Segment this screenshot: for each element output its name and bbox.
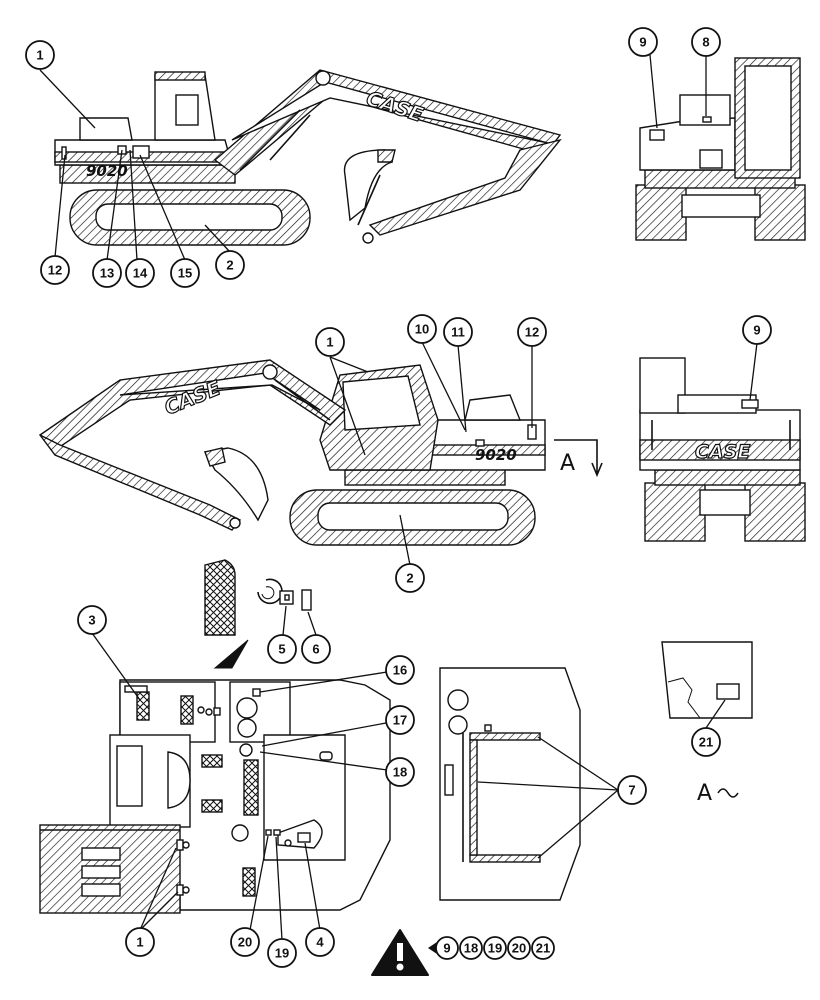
svg-text:11: 11	[451, 325, 465, 340]
callout-1: 1	[25, 40, 55, 70]
svg-text:6: 6	[312, 642, 319, 657]
callout-20: 20	[230, 927, 260, 957]
excavator-front-view: CASE	[639, 357, 806, 542]
svg-text:9020: 9020	[86, 162, 128, 180]
callout-14: 14	[125, 258, 155, 288]
callout-7: 7	[617, 775, 647, 805]
callout-17: 17	[385, 705, 415, 735]
callout-21: 21	[691, 727, 721, 757]
svg-text:21: 21	[699, 735, 713, 750]
svg-text:10: 10	[415, 322, 429, 337]
svg-text:A: A	[560, 451, 575, 476]
svg-text:1: 1	[326, 335, 333, 350]
svg-text:16: 16	[393, 663, 407, 678]
svg-text:A: A	[697, 781, 712, 806]
callout-12-mid: 12	[517, 317, 547, 347]
callout-10: 10	[407, 314, 437, 344]
callout-4: 4	[305, 927, 335, 957]
svg-text:19: 19	[275, 946, 289, 961]
warning-ref-9: 9	[435, 936, 459, 960]
svg-text:2: 2	[406, 571, 413, 586]
warning-ref-21: 21	[531, 936, 555, 960]
svg-text:3: 3	[88, 613, 95, 628]
svg-text:19: 19	[488, 941, 502, 956]
decal-detail	[204, 559, 312, 669]
svg-text:4: 4	[316, 935, 324, 950]
svg-text:21: 21	[536, 941, 550, 956]
callout-18: 18	[385, 757, 415, 787]
callout-9-front: 9	[742, 315, 772, 345]
leaders-decal	[282, 605, 317, 636]
callout-16: 16	[385, 655, 415, 685]
callout-2-mid: 2	[395, 563, 425, 593]
leaders-view-a	[705, 699, 726, 729]
leaders-plan	[91, 632, 388, 941]
leaders-plan-right	[477, 736, 619, 859]
svg-text:12: 12	[525, 325, 539, 340]
svg-text:15: 15	[178, 266, 192, 281]
warning-ref-20: 20	[507, 936, 531, 960]
svg-text:7: 7	[628, 783, 635, 798]
leaders-top-left	[39, 69, 231, 261]
view-a-detail: A	[661, 641, 753, 806]
svg-text:12: 12	[48, 263, 62, 278]
svg-text:2: 2	[226, 258, 233, 273]
svg-text:9020: 9020	[475, 446, 517, 464]
svg-text:9: 9	[753, 323, 760, 338]
callout-11: 11	[443, 317, 473, 347]
callout-6: 6	[301, 634, 331, 664]
svg-text:9: 9	[639, 35, 646, 50]
callout-12: 12	[40, 255, 70, 285]
callout-1-mid: 1	[315, 327, 345, 357]
leaders-mid-right	[749, 342, 758, 401]
callout-19: 19	[267, 938, 297, 968]
plan-view	[39, 679, 391, 914]
svg-text:18: 18	[464, 941, 478, 956]
callout-1-plan: 1	[125, 927, 155, 957]
svg-text:CASE: CASE	[695, 441, 750, 463]
excavator-side-view-right: 9020 CASE A	[38, 359, 603, 546]
callout-5: 5	[267, 634, 297, 664]
svg-text:1: 1	[36, 48, 43, 63]
svg-text:17: 17	[393, 713, 407, 728]
callout-8: 8	[691, 27, 721, 57]
svg-text:9: 9	[443, 941, 450, 956]
svg-text:14: 14	[133, 266, 148, 281]
svg-text:20: 20	[512, 941, 526, 956]
svg-text:1: 1	[136, 935, 143, 950]
callout-15: 15	[170, 258, 200, 288]
svg-text:13: 13	[100, 266, 114, 281]
excavator-rear-view	[635, 57, 806, 241]
svg-text:8: 8	[702, 35, 709, 50]
leaders-mid-left	[329, 341, 533, 566]
callout-3: 3	[77, 605, 107, 635]
warning-ref-19: 19	[483, 936, 507, 960]
callout-2: 2	[215, 250, 245, 280]
callout-13: 13	[92, 258, 122, 288]
svg-text:5: 5	[278, 642, 285, 657]
callout-9-rear: 9	[628, 27, 658, 57]
svg-text:18: 18	[393, 765, 407, 780]
warning-ref-18: 18	[459, 936, 483, 960]
leaders-top-right	[649, 54, 707, 129]
svg-text:20: 20	[238, 935, 252, 950]
warning-triangle-icon	[371, 929, 437, 976]
